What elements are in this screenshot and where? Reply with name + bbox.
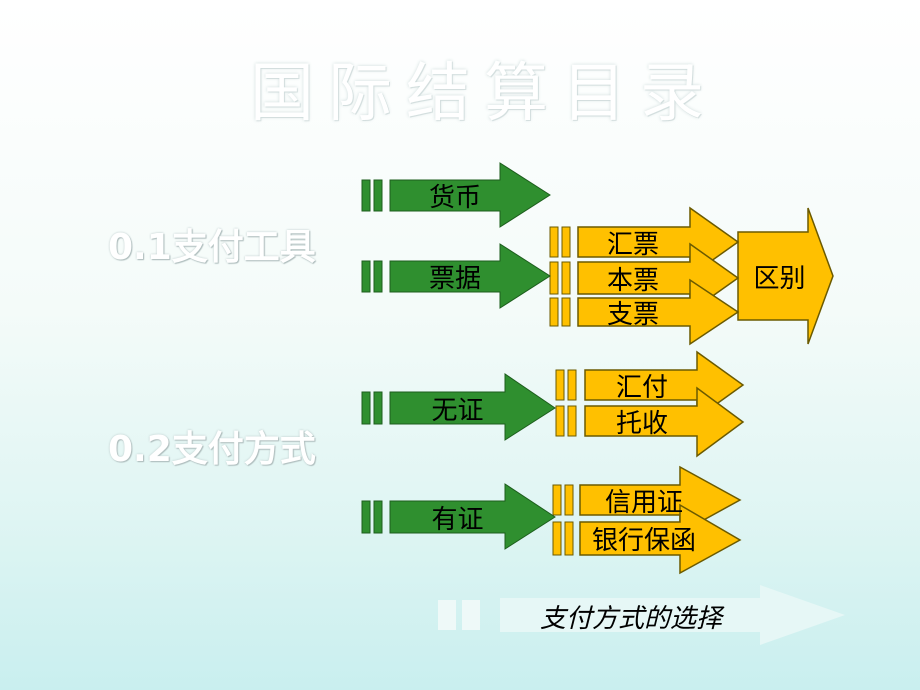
collection-arrow: 托收 (585, 406, 743, 439)
bills-label: 票据 (428, 264, 481, 294)
non-documentary-arrow-shape (389, 373, 556, 441)
cash-arrow: 货币 (390, 180, 550, 213)
cash-label: 货币 (428, 183, 481, 213)
letter-of-credit-arrow: 信用证 (580, 485, 740, 518)
bill-promissory-arrow: 本票 (578, 262, 738, 296)
remittance-arrow: 汇付 (585, 370, 743, 403)
non-documentary-arrow: 无证 (390, 392, 555, 426)
section-payment-methods: 0.2支付方式 (108, 429, 316, 470)
bill-promissory-label: 本票 (606, 265, 659, 296)
bill-cheque-arrow: 支票 (578, 298, 738, 330)
footer-label: 支付方式的选择 (540, 603, 723, 634)
bank-guarantee-label: 银行保函 (591, 526, 696, 556)
bill-draft-label: 汇票 (606, 229, 659, 260)
bill-cheque-label: 支票 (606, 299, 659, 330)
footer-arrow-shape (500, 585, 845, 645)
section-payment-instruments: 0.1支付工具 (108, 227, 316, 268)
letter-of-credit-label: 信用证 (604, 487, 683, 518)
bill-cheque-arrow-shape (577, 278, 740, 346)
difference-label: 区别 (753, 263, 806, 294)
bills-arrow: 票据 (390, 261, 550, 294)
bills-arrow-shape (389, 243, 551, 309)
bank-guarantee-arrow: 银行保函 (580, 522, 740, 556)
documentary-arrow: 有证 (390, 501, 555, 535)
documentary-arrow-shape (389, 483, 556, 550)
remittance-label: 汇付 (615, 372, 668, 403)
cash-arrow-shape (389, 162, 551, 228)
difference-arrow: 区别 (738, 208, 833, 344)
documentary-label: 有证 (431, 504, 484, 535)
bill-draft-arrow: 汇票 (578, 227, 738, 260)
non-documentary-label: 无证 (431, 395, 484, 426)
collection-label: 托收 (615, 408, 668, 439)
footer-link-payment-choice[interactable]: 支付方式的选择 (500, 588, 850, 644)
page-title: 国际结算目录 (250, 57, 718, 131)
collection-arrow-shape (584, 386, 745, 458)
bank-guarantee-arrow-shape (579, 503, 742, 575)
difference-arrow-shape (737, 207, 834, 345)
